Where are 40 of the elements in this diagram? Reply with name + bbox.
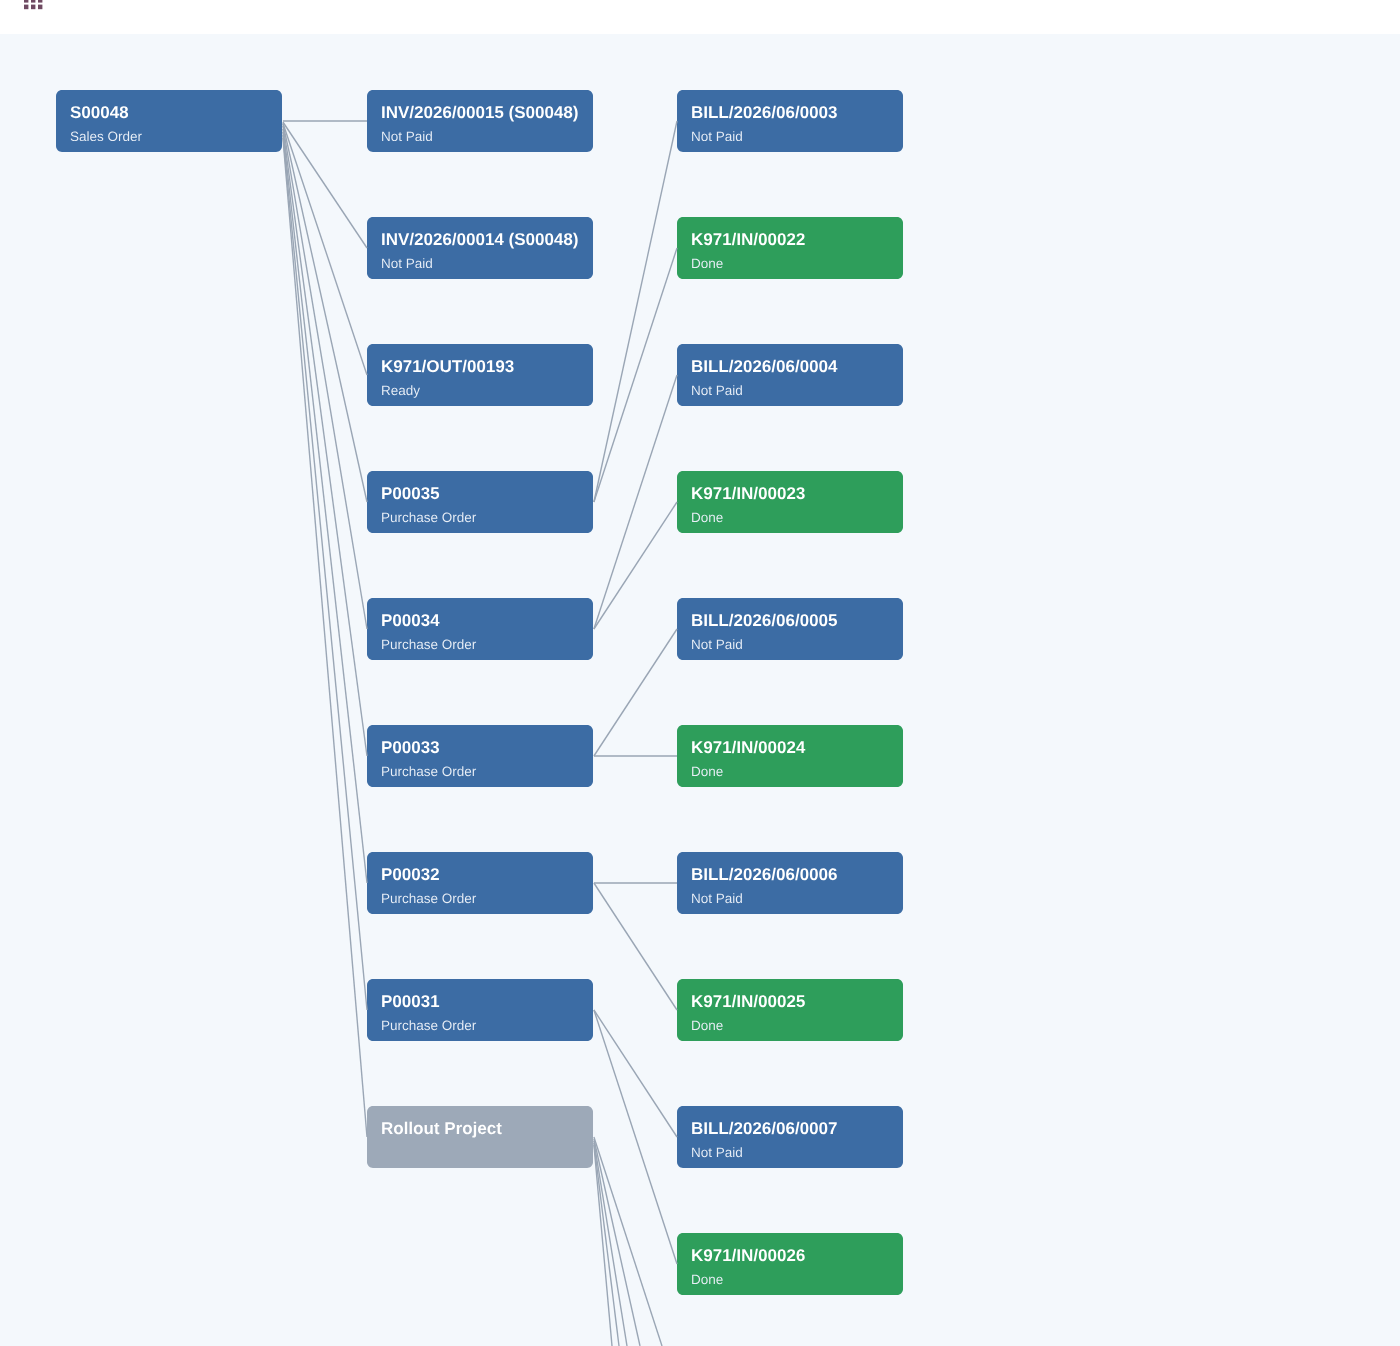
- document-box: K971/IN/00025 Done: [677, 979, 903, 1041]
- document-box: P00031 Purchase Order: [367, 979, 593, 1041]
- document-box: INV/2026/00015 (S00048) Not Paid: [367, 90, 593, 152]
- connector-line: [593, 1144, 613, 1346]
- connector-line: [282, 122, 368, 376]
- document-box: Rollout Project: [367, 1106, 593, 1168]
- connector-line: [593, 1136, 663, 1346]
- document-box: INV/2026/00014 (S00048) Not Paid: [367, 217, 593, 279]
- connector-line: [593, 501, 678, 630]
- connector-line: [593, 882, 678, 884]
- document-box: BILL/2026/06/0003 Not Paid: [677, 90, 903, 152]
- document-box: K971/IN/00022 Done: [677, 217, 903, 279]
- connector-line: [593, 247, 678, 503]
- connector-line: [593, 628, 678, 757]
- document-box: P00032 Purchase Order: [367, 852, 593, 914]
- document-box: BILL/2026/06/0005 Not Paid: [677, 598, 903, 660]
- document-box: BILL/2026/06/0004 Not Paid: [677, 344, 903, 406]
- document-box: K971/IN/00024 Done: [677, 725, 903, 787]
- connector-line: [593, 755, 678, 757]
- connector-line: [282, 128, 368, 757]
- connector-line: [593, 1140, 628, 1346]
- connector-line: [593, 882, 678, 1011]
- document-box: K971/IN/00026 Done: [677, 1233, 903, 1295]
- connector-line: [593, 1009, 678, 1138]
- connector-line: [282, 120, 368, 122]
- connector-line: [282, 123, 368, 503]
- document-box: P00034 Purchase Order: [367, 598, 593, 660]
- document-box: K971/IN/00023 Done: [677, 471, 903, 533]
- document-box: BILL/2026/06/0006 Not Paid: [677, 852, 903, 914]
- document-box: P00033 Purchase Order: [367, 725, 593, 787]
- document-box: S00048 Sales Order: [56, 90, 282, 152]
- connector-line: [593, 1009, 678, 1265]
- connector-line: [593, 1138, 641, 1346]
- connector-line: [593, 374, 678, 630]
- document-box: P00035 Purchase Order: [367, 471, 593, 533]
- connector-line: [282, 121, 368, 249]
- document-box: K971/OUT/00193 Ready: [367, 344, 593, 406]
- connector-line: [282, 125, 368, 630]
- document-box: BILL/2026/06/0007 Not Paid: [677, 1106, 903, 1168]
- connector-line: [593, 1142, 620, 1346]
